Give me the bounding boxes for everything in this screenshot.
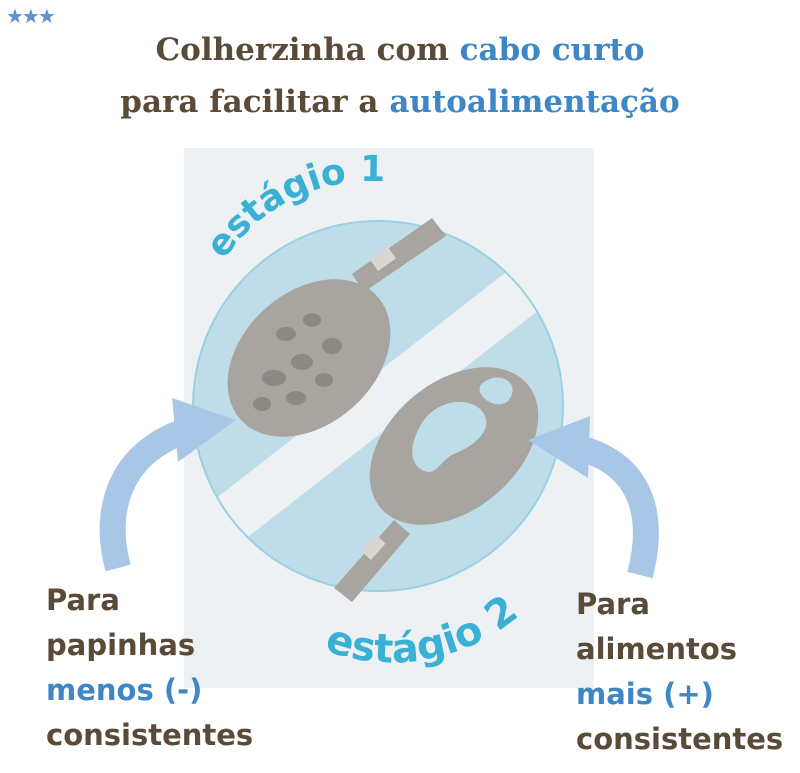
spoon-texture-bump (322, 338, 342, 354)
right-caption: Para alimentos mais (+) consistentes (576, 582, 783, 762)
right-caption-line: consistentes (576, 722, 784, 756)
headline-part: para facilitar a (120, 84, 390, 120)
headline-line-2: para facilitar a autoalimentação (0, 76, 800, 128)
spoon-texture-bump (303, 313, 321, 327)
stage-2-spoon-slot (479, 377, 513, 405)
spoon-texture-bump (286, 391, 306, 405)
spoon-texture-bump (291, 354, 313, 370)
spoon-texture-bump (276, 327, 296, 341)
stage-2-spoon (334, 367, 539, 602)
left-caption-highlight: menos (-) (46, 673, 203, 707)
stage-1-spoon-handle (352, 218, 446, 292)
spoon-texture-bump (262, 370, 286, 386)
stage-2-spoon-collar (360, 534, 386, 560)
stage-2-spoon-slot (412, 401, 487, 473)
divider-band (193, 221, 563, 591)
left-caption-line: Para (46, 583, 120, 617)
headline-highlight: cabo curto (459, 32, 645, 68)
stage-1-spoon-collar (369, 246, 397, 272)
headline-line-1: Colherzinha com cabo curto (0, 24, 800, 76)
headline-part: Colherzinha com (155, 32, 460, 68)
headline-highlight: autoalimentação (389, 84, 680, 120)
left-caption: Para papinhas menos (-) consistentes (46, 578, 253, 758)
spoon-texture-bump (253, 397, 271, 411)
stage-2-spoon-handle (334, 520, 410, 602)
rating-stars: ★★★ (6, 4, 56, 28)
headline: Colherzinha com cabo curto para facilita… (0, 24, 800, 128)
spoon-texture-bump (315, 373, 333, 387)
right-caption-line: Para (576, 587, 650, 621)
right-caption-line: alimentos (576, 632, 738, 666)
left-caption-line: consistentes (46, 718, 254, 752)
right-caption-highlight: mais (+) (576, 677, 714, 711)
stage-1-spoon (227, 218, 446, 437)
left-caption-line: papinhas (46, 628, 196, 662)
spoon-product-photo: estágio 1 estágio 2 (184, 148, 594, 688)
